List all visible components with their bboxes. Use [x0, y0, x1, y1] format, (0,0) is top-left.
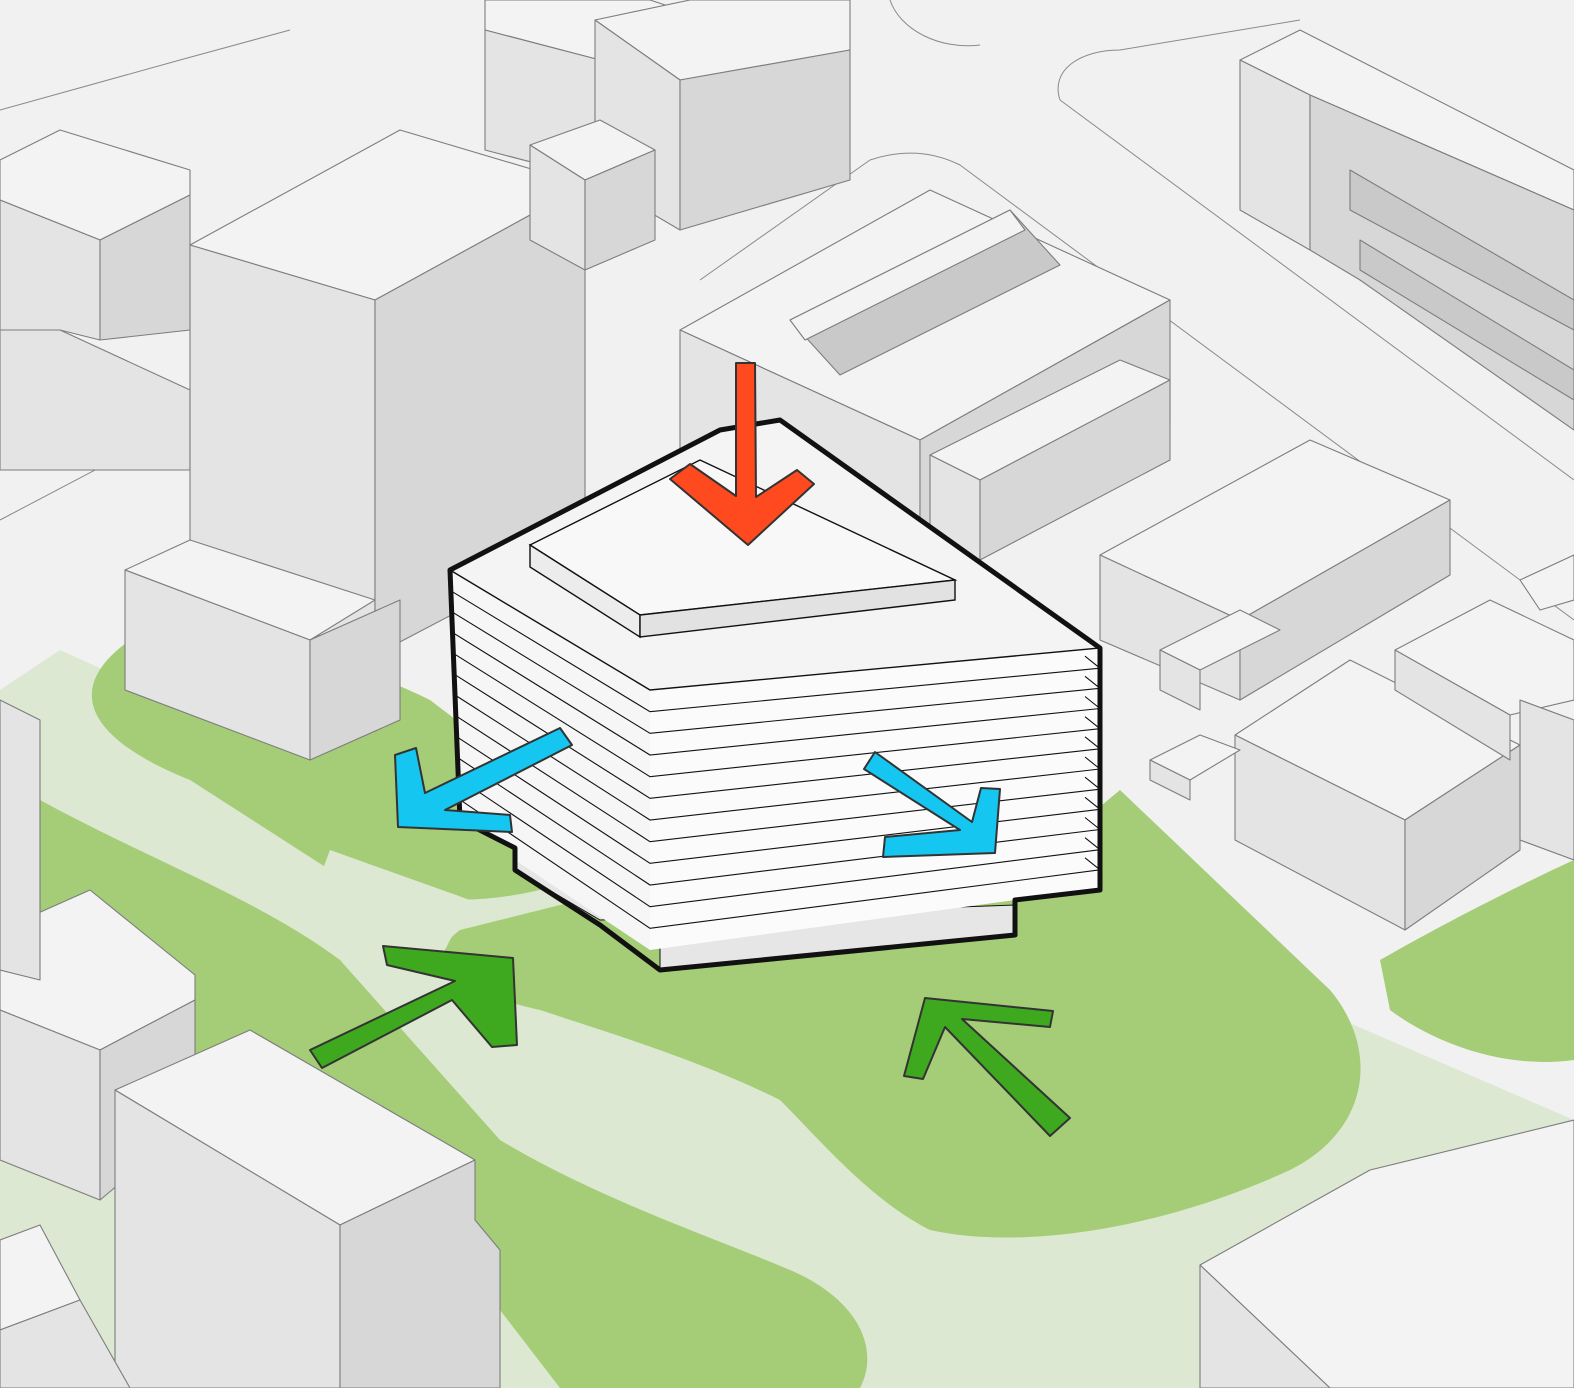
context-building-west	[0, 130, 190, 470]
